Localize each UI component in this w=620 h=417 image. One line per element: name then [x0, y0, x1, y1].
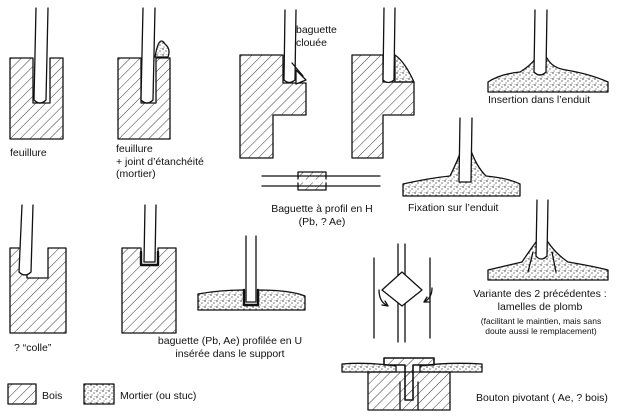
sketch-bouton-pivotant	[341, 357, 483, 411]
label-bouton: Bouton pivotant ( Ae, ? bois)	[476, 392, 608, 404]
sketch-baguette-clouee	[239, 9, 307, 159]
label-insertion: Insertion dans l’enduit	[488, 94, 591, 106]
label-variante-note: (facilitant le maintien, mais sans doute…	[466, 316, 616, 336]
sketch-baguette-h	[261, 171, 381, 191]
label-baguette-clouee-line1: baguette	[296, 24, 337, 36]
sketch-feuillure-mortier	[351, 7, 415, 159]
legend-label-mortier: Mortier (ou stuc)	[120, 390, 197, 402]
label-fixation: Fixation sur l’enduit	[408, 202, 499, 214]
label-feuillure: feuillure	[10, 147, 47, 159]
sketch-baguette-u-mortier	[197, 235, 306, 311]
label-baguette-u-line1: baguette (Pb, Ae) profilée en U	[157, 335, 303, 347]
label-baguette-u: baguette (Pb, Ae) profilée en U insérée …	[140, 335, 320, 360]
sketch-insertion-enduit	[487, 9, 609, 93]
legend-label-bois: Bois	[42, 390, 63, 402]
sketch-variante-lamelles	[487, 199, 609, 281]
legend-swatch-mortier	[83, 383, 115, 405]
sketch-feuillure	[9, 7, 64, 140]
label-colle: ? “colle”	[14, 342, 52, 354]
label-baguette-h: Baguette à profil en H (Pb, ? Ae)	[252, 203, 392, 228]
label-variante-note-line2: doute aussi le remplacement)	[485, 326, 597, 336]
sketch-fixation-enduit	[402, 117, 521, 197]
label-variante-line1: Variante des 2 précédentes :	[473, 288, 607, 300]
label-baguette-clouee-line2: clouée	[296, 36, 327, 49]
label-baguette-u-line2: insérée dans le support	[175, 347, 285, 360]
label-feuillure-joint: feuillure + joint d’étanchéité (mortier)	[116, 143, 204, 181]
label-baguette-h-line1: Baguette à profil en H	[271, 203, 373, 215]
label-feuillure-joint-line1: feuillure	[116, 143, 153, 155]
label-variante-note-line1: (facilitant le maintien, mais sans	[480, 316, 602, 326]
sketch-baguette-u-bois	[121, 204, 177, 334]
label-baguette-clouee: baguette clouée	[296, 24, 337, 49]
sketch-colle	[9, 204, 67, 334]
sketch-montants-pivot	[373, 243, 433, 343]
legend-swatch-bois	[7, 383, 37, 405]
label-variante: Variante des 2 précédentes : lamelles de…	[462, 288, 618, 313]
label-feuillure-joint-line2: + joint d’étanchéité	[116, 155, 204, 168]
sketch-feuillure-joint	[117, 7, 171, 140]
label-baguette-h-line2: (Pb, ? Ae)	[298, 215, 346, 228]
label-variante-line2: lamelles de plomb	[497, 300, 583, 313]
label-feuillure-joint-line3: (mortier)	[116, 168, 156, 180]
